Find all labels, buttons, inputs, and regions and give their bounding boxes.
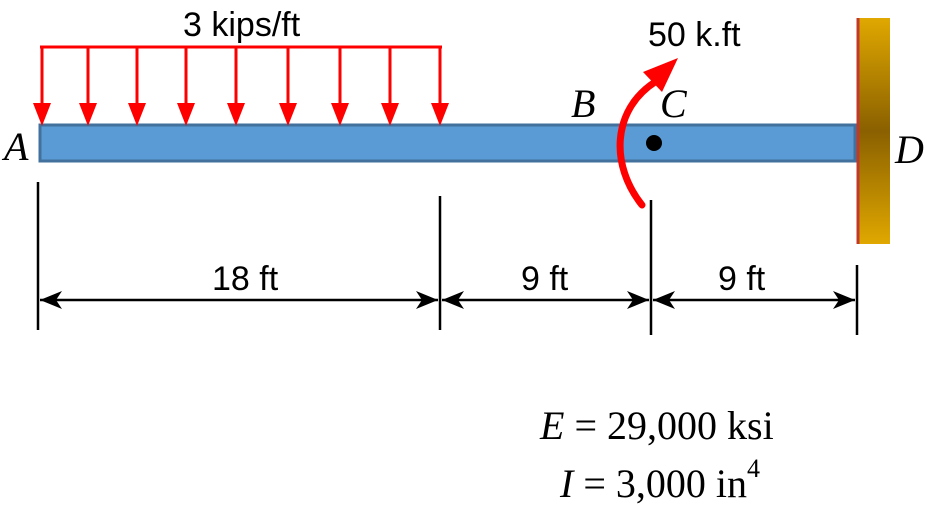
inertia-property: I = 3,000 in4	[560, 456, 920, 507]
dimension-arrow-bc	[442, 291, 649, 309]
modulus-value: = 29,000 ksi	[564, 403, 774, 448]
fixed-support-wall	[856, 18, 890, 244]
load-arrow	[227, 47, 245, 126]
point-label-c: C	[660, 81, 688, 126]
dimension-arrow-ab	[40, 291, 438, 309]
beam	[38, 123, 857, 163]
dimension-label-cd: 9 ft	[718, 260, 766, 298]
point-label-a: A	[1, 124, 29, 169]
point-c-dot	[646, 135, 662, 151]
load-arrow	[128, 47, 146, 126]
applied-moment	[616, 58, 678, 209]
inertia-symbol: I	[560, 461, 574, 506]
dimension-arrows	[40, 291, 855, 309]
load-arrow	[33, 47, 51, 126]
modulus-property: E = 29,000 ksi	[540, 402, 900, 449]
modulus-symbol: E	[540, 403, 565, 448]
point-label-d: D	[894, 127, 924, 172]
load-arrow	[331, 47, 349, 126]
inertia-exponent: 4	[747, 454, 760, 483]
point-label-b: B	[571, 81, 595, 126]
dimension-label-bc: 9 ft	[521, 260, 569, 298]
dimension-arrow-cd	[653, 291, 855, 309]
load-arrow	[177, 47, 195, 126]
distributed-load	[33, 45, 449, 126]
load-arrow	[279, 47, 297, 126]
load-arrow	[381, 47, 399, 126]
inertia-value: = 3,000 in	[573, 461, 747, 506]
dimension-extension-lines	[36, 182, 859, 335]
distributed-load-label: 3 kips/ft	[183, 6, 301, 44]
load-arrow	[431, 47, 449, 126]
dimension-label-ab: 18 ft	[212, 260, 279, 298]
moment-label: 50 k.ft	[648, 16, 741, 54]
load-arrow	[79, 47, 97, 126]
